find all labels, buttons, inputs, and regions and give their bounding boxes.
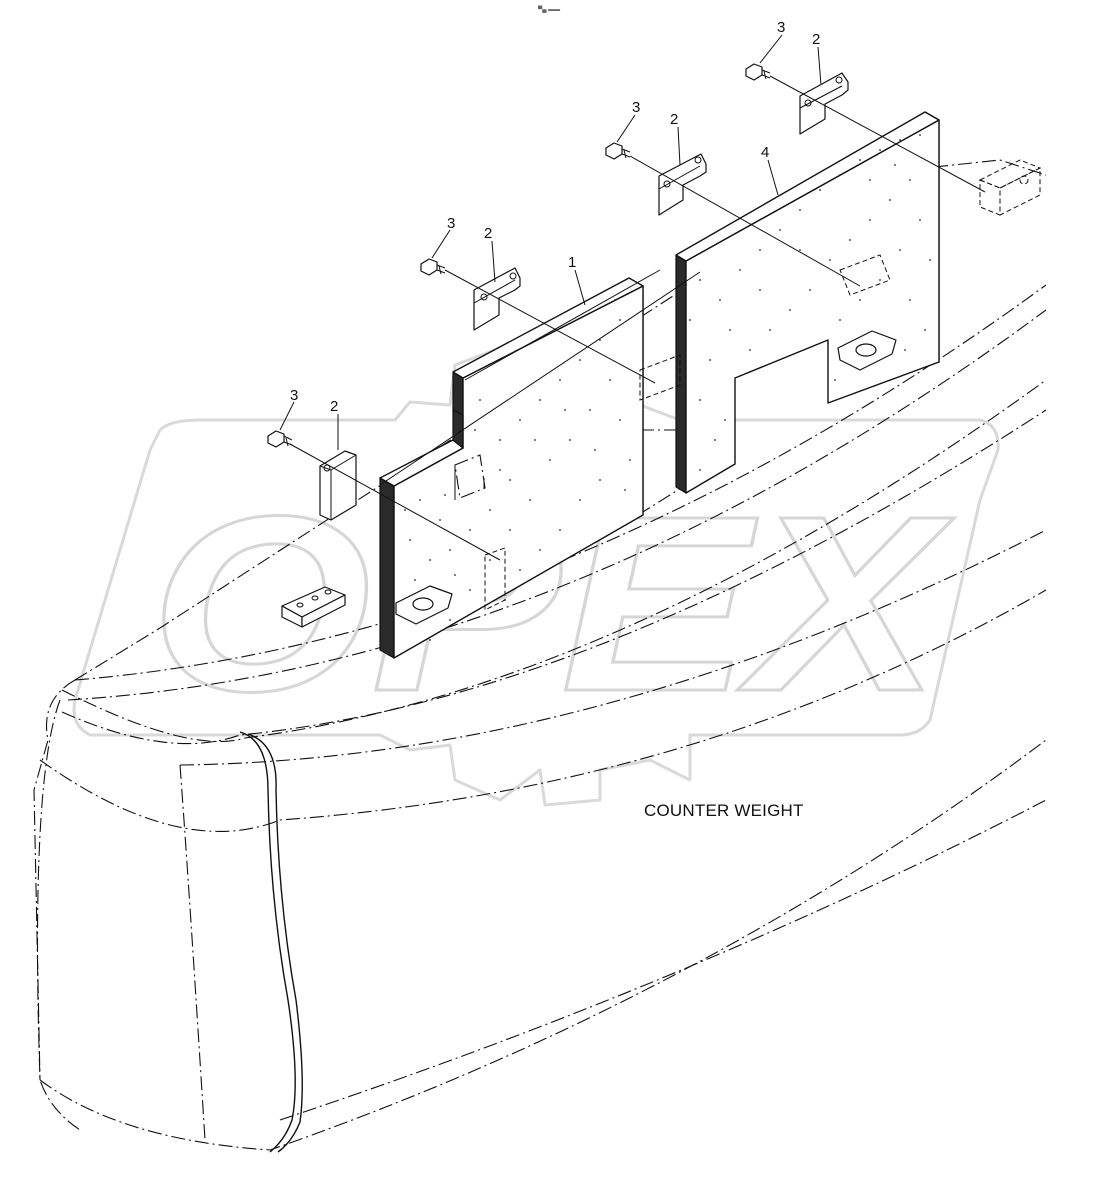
cw-bottom-edge xyxy=(39,739,1047,1151)
cw-bottom-edge-2 xyxy=(279,799,1047,1121)
cw-face-edge-4 xyxy=(39,589,1047,832)
bolt-3-d xyxy=(745,63,771,81)
cw-seam-line-a xyxy=(239,731,296,1153)
cw-top-panel-left xyxy=(74,159,1047,681)
bolt-3-a xyxy=(267,430,293,448)
plate-4-edge xyxy=(675,254,687,494)
bolt-3-c xyxy=(605,142,631,160)
plate-1-edge xyxy=(379,477,395,659)
cw-face-edge-3 xyxy=(179,529,1047,766)
bracket-2-d xyxy=(799,72,849,135)
bracket-2-b xyxy=(473,267,521,331)
plate-1-texture xyxy=(404,299,631,641)
plate-4-face xyxy=(685,119,940,494)
counterweight-body xyxy=(33,159,1047,1153)
callout-2-a: 2 xyxy=(330,398,338,415)
plate-1-hidden-bracket-2 xyxy=(484,547,506,611)
cw-seam-line-b xyxy=(247,733,303,1153)
cw-face-edge-1 xyxy=(61,409,1047,745)
callout-2-d: 2 xyxy=(812,31,820,48)
cw-center-edge-a xyxy=(179,764,206,1141)
plate-4-texture xyxy=(689,134,931,471)
cw-front-left xyxy=(36,699,81,1131)
weight-plate-4 xyxy=(675,111,940,494)
weight-plate-1 xyxy=(379,277,644,659)
bolt-3-b xyxy=(420,258,446,276)
callouts: 3 2 3 2 1 3 2 4 3 2 xyxy=(279,19,822,450)
assembly-lines xyxy=(289,75,986,561)
callout-3-d: 3 xyxy=(777,19,785,36)
cw-top-edge-outer xyxy=(74,284,1047,681)
mounting-block-far-right xyxy=(978,159,1042,216)
cw-face-edge-2 xyxy=(61,379,1047,743)
plate-4-hidden-bracket xyxy=(839,254,891,296)
watermark-gear-outline xyxy=(72,343,1000,807)
cw-left-side xyxy=(33,679,76,1081)
callout-4: 4 xyxy=(761,144,769,161)
callout-2-c: 2 xyxy=(670,111,678,128)
header-mark: ▀▄ ▬▬ xyxy=(538,5,560,13)
diagram-caption: COUNTER WEIGHT xyxy=(644,801,804,820)
callout-3-b: 3 xyxy=(447,215,455,232)
mounting-block-left xyxy=(281,586,346,628)
callout-3-a: 3 xyxy=(290,387,298,404)
bracket-2-a xyxy=(319,450,357,521)
cw-top-edge-inner xyxy=(67,309,1047,701)
callout-3-c: 3 xyxy=(632,99,640,116)
callout-2-b: 2 xyxy=(484,225,492,242)
plate-1-hidden-bracket xyxy=(639,354,681,401)
bracket-2-c xyxy=(658,153,707,216)
callout-1: 1 xyxy=(568,254,576,271)
